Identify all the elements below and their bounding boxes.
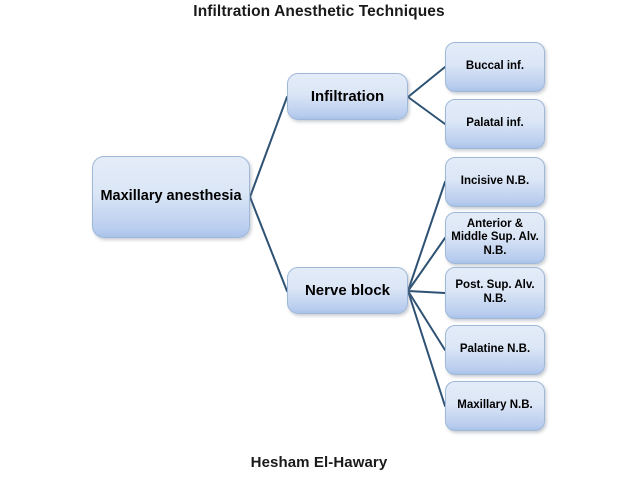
node-palatine-nb[interactable]: Palatine N.B. <box>445 325 545 375</box>
nerve-block-to-anterior-middle <box>407 237 446 292</box>
author-credit: Hesham El-Hawary <box>250 454 388 471</box>
nerve-block-to-incisive <box>407 181 446 292</box>
node-buccal-inf[interactable]: Buccal inf. <box>445 42 545 92</box>
root-to-nerve-block <box>249 196 288 292</box>
nerve-block-to-maxillary <box>407 290 446 407</box>
node-palatal-inf[interactable]: Palatal inf. <box>445 99 545 149</box>
node-incisive-nb[interactable]: Incisive N.B. <box>445 157 545 207</box>
node-maxillary-nb[interactable]: Maxillary N.B. <box>445 381 545 431</box>
nerve-block-to-palatine <box>407 290 446 351</box>
page-title: Infiltration Anesthetic Techniques <box>193 3 445 20</box>
node-nerve-block[interactable]: Nerve block <box>287 267 408 314</box>
infiltration-to-palatal-inf <box>407 96 446 125</box>
node-anterior-middle-sup-alv-nb[interactable]: Anterior & Middle Sup. Alv. N.B. <box>445 212 545 264</box>
nerve-block-to-post-sup-alv <box>407 290 446 294</box>
node-maxillary-anesthesia[interactable]: Maxillary anesthesia <box>92 156 250 238</box>
node-infiltration[interactable]: Infiltration <box>287 73 408 120</box>
infiltration-to-buccal-inf <box>407 66 446 98</box>
node-post-sup-alv-nb[interactable]: Post. Sup. Alv. N.B. <box>445 267 545 319</box>
root-to-infiltration <box>249 96 288 198</box>
